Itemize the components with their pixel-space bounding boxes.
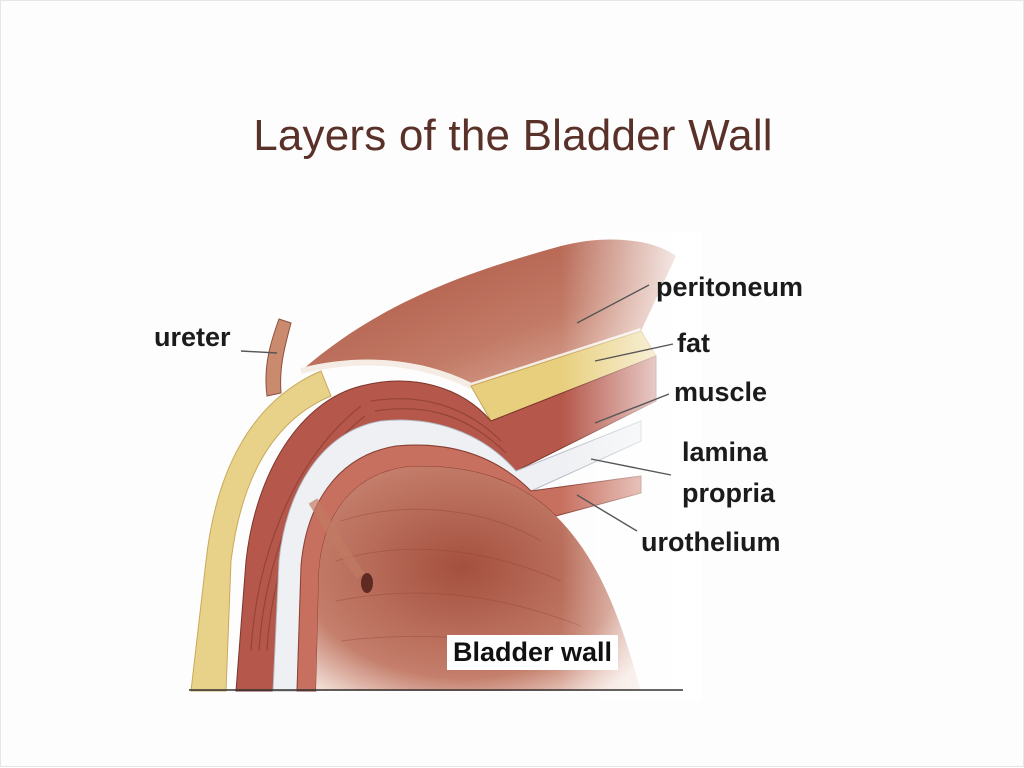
ureter-fold xyxy=(308,498,366,579)
outer-fat-layer xyxy=(190,370,332,692)
label-propria: propria xyxy=(682,478,776,508)
label-urothelium: urothelium xyxy=(641,527,781,557)
ureteric-orifice xyxy=(361,573,373,593)
label-ureter: ureter xyxy=(154,322,231,352)
ureter-tube xyxy=(265,318,292,397)
label-fat: fat xyxy=(677,328,710,358)
leader-muscle xyxy=(594,393,670,424)
label-peritoneum: peritoneum xyxy=(656,272,804,302)
bladder-interior xyxy=(316,466,641,691)
peritoneum-layer xyxy=(300,328,642,390)
label-bladder-wall: Bladder wall xyxy=(447,635,619,670)
leader-fat xyxy=(594,343,674,362)
label-lamina: lamina xyxy=(682,437,768,467)
leader-lamina xyxy=(590,458,672,476)
leader-peritoneum xyxy=(576,284,650,324)
leader-lines xyxy=(240,284,674,532)
slide-title: Layers of the Bladder Wall xyxy=(253,111,773,160)
leader-urothelium xyxy=(576,494,638,532)
label-muscle: muscle xyxy=(674,377,768,407)
leader-ureter xyxy=(240,350,278,354)
